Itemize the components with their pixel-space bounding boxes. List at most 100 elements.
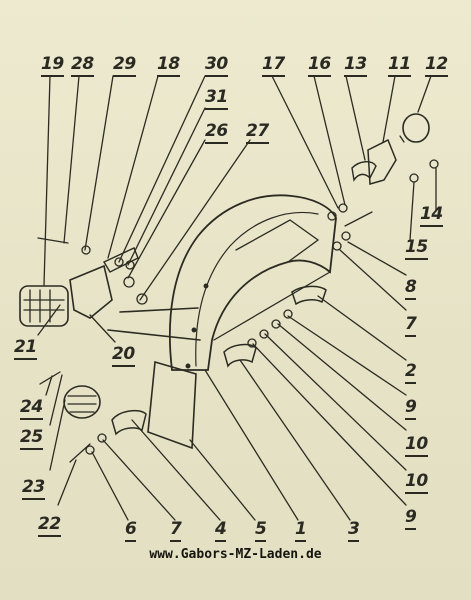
mudguard-strut-2 bbox=[119, 307, 199, 313]
leader-1 bbox=[204, 369, 299, 521]
bracket-11 bbox=[367, 138, 397, 185]
leader-10a bbox=[277, 323, 407, 431]
washer-7b bbox=[97, 433, 107, 443]
bolt-stem bbox=[344, 211, 373, 227]
screw-24 bbox=[39, 371, 61, 385]
leader-15 bbox=[409, 181, 415, 241]
callout-14: 14 bbox=[420, 205, 443, 227]
leader-8 bbox=[347, 241, 407, 276]
nut-6 bbox=[85, 445, 95, 455]
leader-7b bbox=[102, 439, 176, 521]
callout-9-upper: 9 bbox=[405, 398, 417, 420]
leader-12 bbox=[417, 75, 432, 113]
callout-18: 18 bbox=[157, 55, 180, 77]
callout-11: 11 bbox=[388, 55, 411, 77]
callout-30: 30 bbox=[205, 55, 228, 77]
callout-10-lower: 10 bbox=[405, 472, 428, 494]
tail-lamp-lens bbox=[23, 289, 65, 323]
callout-27: 27 bbox=[246, 122, 269, 144]
callout-3: 3 bbox=[348, 520, 360, 542]
nut-17 bbox=[327, 211, 337, 221]
leader-31 bbox=[127, 107, 206, 266]
callout-21: 21 bbox=[14, 338, 37, 360]
leader-30 bbox=[118, 75, 206, 263]
leader-29 bbox=[84, 75, 114, 251]
washer-15 bbox=[409, 173, 419, 183]
callout-7-right: 7 bbox=[405, 315, 417, 337]
callout-9-lower: 9 bbox=[405, 508, 417, 530]
screw-22 bbox=[69, 443, 91, 463]
leader-27 bbox=[139, 139, 251, 301]
nut-26 bbox=[123, 276, 135, 288]
mudguard-inner-rim bbox=[195, 211, 319, 367]
reflector-ribs bbox=[67, 395, 97, 413]
leader-5 bbox=[189, 439, 256, 521]
nut-14 bbox=[429, 159, 439, 169]
mudguard-inside bbox=[235, 219, 320, 263]
mudguard-outline bbox=[168, 194, 337, 371]
leader-20 bbox=[89, 314, 116, 343]
callout-5: 5 bbox=[255, 520, 267, 542]
callout-29: 29 bbox=[113, 55, 136, 77]
nut-10b bbox=[259, 329, 269, 339]
callout-1: 1 bbox=[295, 520, 307, 542]
clip-13 bbox=[351, 161, 377, 182]
leader-26 bbox=[127, 139, 206, 279]
callout-16: 16 bbox=[308, 55, 331, 77]
nut-27 bbox=[136, 293, 148, 305]
callout-20: 20 bbox=[112, 345, 135, 367]
callout-25: 25 bbox=[20, 428, 43, 450]
washer-29 bbox=[81, 245, 91, 255]
mudguard-lower-edge bbox=[213, 271, 331, 341]
mudguard-strut bbox=[107, 329, 201, 341]
washer-9b bbox=[247, 338, 257, 348]
callout-13: 13 bbox=[344, 55, 367, 77]
washer-8 bbox=[341, 231, 351, 241]
callout-24: 24 bbox=[20, 398, 43, 420]
leader-17 bbox=[271, 75, 339, 209]
leader-6 bbox=[91, 451, 129, 521]
leader-24 bbox=[45, 375, 53, 396]
leader-18 bbox=[107, 75, 159, 259]
callout-7-bottom: 7 bbox=[170, 520, 182, 542]
callout-2: 2 bbox=[405, 362, 417, 384]
clamp-2 bbox=[291, 285, 327, 306]
bolt-28 bbox=[37, 237, 69, 244]
nut-16 bbox=[338, 203, 348, 213]
footer-website: www.Gabors-MZ-Laden.de bbox=[149, 547, 322, 562]
callout-6: 6 bbox=[125, 520, 137, 542]
leader-13 bbox=[345, 75, 366, 161]
leader-22 bbox=[57, 459, 77, 506]
callout-23: 23 bbox=[22, 478, 45, 500]
callout-31: 31 bbox=[205, 88, 228, 110]
mud-flap bbox=[147, 360, 197, 450]
callout-28: 28 bbox=[71, 55, 94, 77]
tail-lamp-bracket bbox=[69, 264, 113, 319]
nut-10a bbox=[271, 319, 281, 329]
nut-7r bbox=[332, 241, 342, 251]
leader-3 bbox=[239, 359, 351, 521]
callout-22: 22 bbox=[38, 515, 61, 537]
leader-25 bbox=[49, 374, 63, 426]
signal-lamp-12 bbox=[402, 113, 430, 143]
leader-28 bbox=[63, 75, 80, 244]
leader-11 bbox=[382, 75, 396, 143]
leader-19 bbox=[43, 75, 51, 286]
leader-4 bbox=[131, 419, 221, 521]
fender-hole-3 bbox=[185, 363, 191, 369]
callout-8: 8 bbox=[405, 278, 417, 300]
leader-9a bbox=[287, 315, 407, 396]
callout-17: 17 bbox=[262, 55, 285, 77]
clamp-3 bbox=[223, 343, 257, 368]
fender-hole-1 bbox=[203, 283, 209, 289]
leader-2 bbox=[317, 295, 407, 361]
reflector bbox=[63, 385, 101, 419]
number-plate-holder bbox=[103, 247, 139, 273]
leader-10b bbox=[264, 333, 407, 471]
callout-4: 4 bbox=[215, 520, 227, 542]
tail-lamp bbox=[19, 285, 69, 327]
nut-18 bbox=[114, 257, 124, 267]
callout-19: 19 bbox=[41, 55, 64, 77]
signal-lamp-12-socket bbox=[399, 135, 405, 143]
